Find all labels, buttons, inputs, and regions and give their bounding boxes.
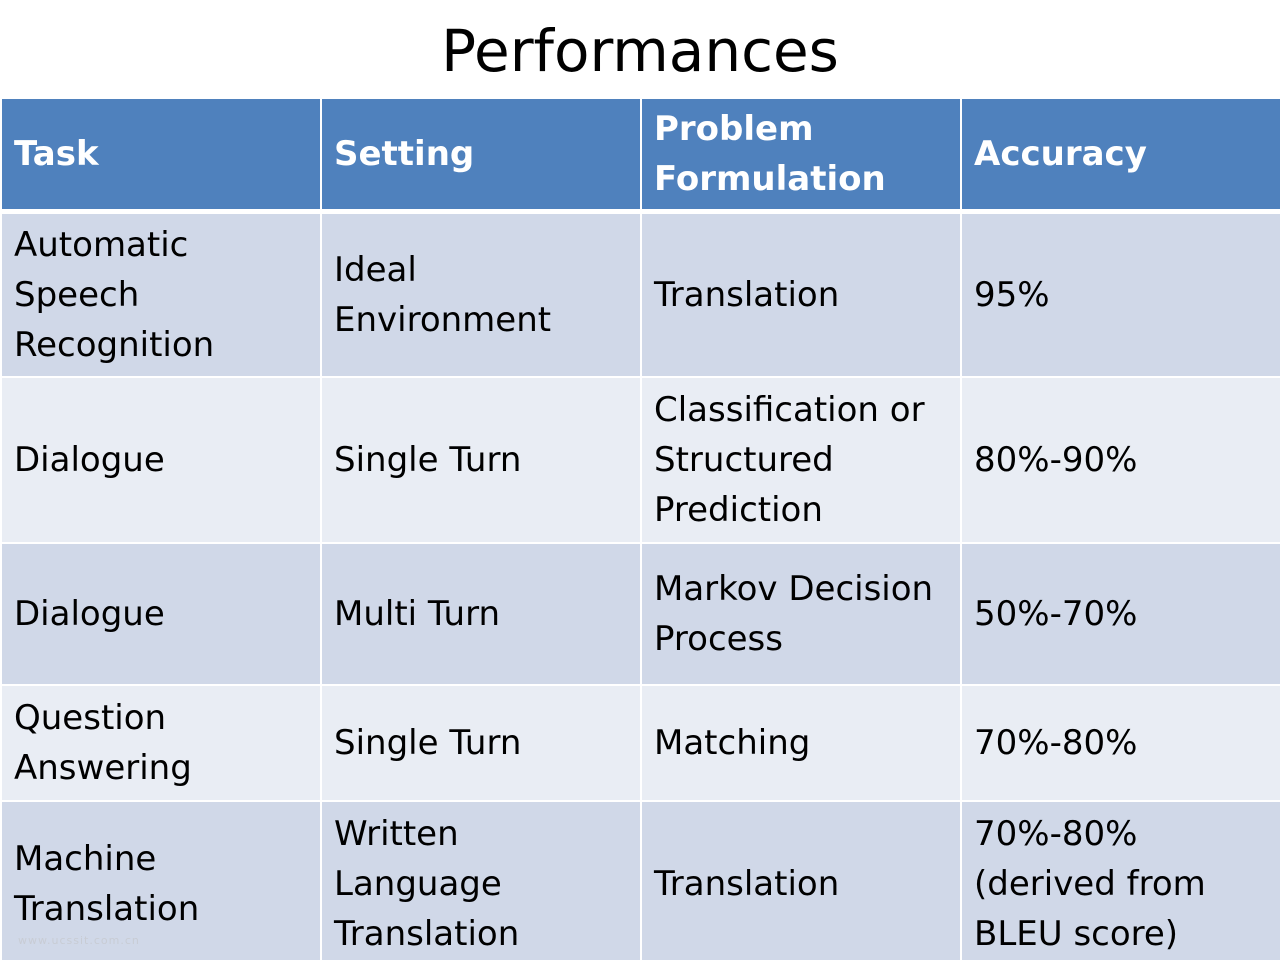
cell-accuracy: 80%-90% — [960, 376, 1280, 544]
column-header-setting: Setting — [320, 97, 642, 214]
cell-accuracy: 95% — [960, 210, 1280, 378]
table-row: Automatic Speech Recognition Ideal Envir… — [0, 210, 1280, 378]
cell-setting: Multi Turn — [320, 542, 642, 686]
table-row: Machine Translation Written Language Tra… — [0, 800, 1280, 960]
cell-task: Automatic Speech Recognition — [0, 210, 322, 378]
table-row: Dialogue Multi Turn Markov Decision Proc… — [0, 542, 1280, 686]
cell-problem-formulation: Translation — [640, 210, 962, 378]
cell-task: Dialogue — [0, 376, 322, 544]
cell-accuracy: 50%-70% — [960, 542, 1280, 686]
performance-table-container: Task Setting Problem Formulation Accurac… — [0, 97, 1280, 960]
cell-problem-formulation: Classification or Structured Prediction — [640, 376, 962, 544]
cell-task: Question Answering — [0, 684, 322, 802]
cell-task: Dialogue — [0, 542, 322, 686]
cell-setting: Single Turn — [320, 684, 642, 802]
cell-setting: Ideal Environment — [320, 210, 642, 378]
cell-problem-formulation: Markov Decision Process — [640, 542, 962, 686]
cell-problem-formulation: Translation — [640, 800, 962, 960]
cell-setting: Written Language Translation — [320, 800, 642, 960]
column-header-problem-formulation: Problem Formulation — [640, 97, 962, 214]
page-title: Performances — [441, 17, 839, 85]
cell-problem-formulation: Matching — [640, 684, 962, 802]
watermark: www.ucssit.com.cn — [18, 934, 140, 947]
table-header-row: Task Setting Problem Formulation Accurac… — [0, 97, 1280, 214]
column-header-task: Task — [0, 97, 322, 214]
table-row: Question Answering Single Turn Matching … — [0, 684, 1280, 802]
cell-setting: Single Turn — [320, 376, 642, 544]
performance-table: Task Setting Problem Formulation Accurac… — [0, 97, 1280, 960]
cell-accuracy: 70%-80% (derived from BLEU score) — [960, 800, 1280, 960]
cell-task: Machine Translation — [0, 800, 322, 960]
cell-accuracy: 70%-80% — [960, 684, 1280, 802]
column-header-accuracy: Accuracy — [960, 97, 1280, 214]
table-row: Dialogue Single Turn Classification or S… — [0, 376, 1280, 544]
